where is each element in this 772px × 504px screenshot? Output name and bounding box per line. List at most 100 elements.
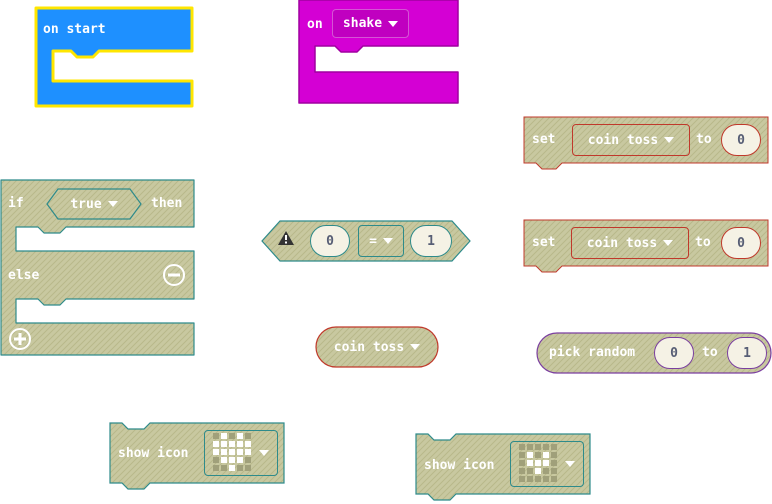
remove-else-icon[interactable] [162, 263, 186, 287]
pick-random-label: pick random [549, 345, 636, 360]
show-icon-block-1[interactable]: show icon [108, 421, 288, 495]
on-start-label: on start [43, 22, 106, 37]
condition-dropdown[interactable]: true [54, 188, 134, 220]
led-pixel [237, 465, 243, 471]
left-operand-value: 0 [326, 233, 334, 249]
add-else-if-icon[interactable] [8, 327, 32, 351]
on-shake-block[interactable]: on shake [297, 0, 461, 106]
led-pixel [527, 444, 533, 450]
led-pixel [221, 441, 227, 447]
right-operand-input[interactable]: 1 [410, 225, 452, 257]
chevron-down-icon [663, 240, 674, 246]
else-label: else [8, 268, 40, 283]
variable-value-2: coin toss [586, 235, 658, 251]
set-variable-block-1[interactable]: set coin toss to 0 [522, 115, 772, 175]
led-pixel [519, 476, 525, 482]
led-pixel [237, 457, 243, 463]
led-pixel [527, 476, 533, 482]
chevron-down-icon [410, 344, 421, 350]
operator-value: = [369, 233, 377, 249]
variable-dropdown-1[interactable]: coin toss [572, 124, 690, 156]
led-pixel [543, 476, 549, 482]
led-pixel [527, 468, 533, 474]
led-pixel [527, 460, 533, 466]
led-pixel [213, 457, 219, 463]
chevron-down-icon [107, 201, 118, 207]
show-icon-label-1: show icon [118, 446, 189, 461]
random-from-input[interactable]: 0 [654, 337, 694, 369]
led-pixel [221, 433, 227, 439]
led-pixel [229, 449, 235, 455]
led-pixel [543, 452, 549, 458]
led-pixel [519, 444, 525, 450]
random-to-input[interactable]: 1 [727, 337, 767, 369]
led-pixel [237, 441, 243, 447]
led-pixel [213, 449, 219, 455]
on-start-block[interactable]: on start [33, 5, 197, 111]
led-pixel [213, 465, 219, 471]
led-pixel [543, 468, 549, 474]
random-from-value: 0 [670, 345, 678, 361]
led-pixel [519, 452, 525, 458]
gesture-dropdown[interactable]: shake [332, 9, 409, 38]
show-icon-shape-1 [109, 422, 285, 490]
set-label-1: set [532, 132, 556, 147]
led-pixel [535, 452, 541, 458]
value-input-1[interactable]: 0 [721, 124, 761, 156]
chevron-down-icon [664, 137, 675, 143]
icon-dropdown-2[interactable] [510, 441, 584, 487]
small-heart-icon [519, 444, 559, 484]
variable-reporter-shape [315, 326, 439, 368]
operator-dropdown[interactable]: = [358, 225, 404, 257]
show-icon-label-2: show icon [424, 458, 495, 473]
variable-value-1: coin toss [587, 132, 659, 148]
to-label-2: to [695, 235, 711, 250]
if-else-block[interactable]: if true then else [0, 179, 198, 361]
value-text-1: 0 [737, 132, 745, 148]
set-block-shape-2 [523, 219, 769, 273]
heart-icon [213, 433, 253, 473]
set-variable-block-2[interactable]: set coin toss to 0 [522, 218, 772, 278]
led-pixel [543, 444, 549, 450]
led-pixel [221, 465, 227, 471]
chevron-down-icon [259, 450, 269, 456]
led-pixel [551, 452, 557, 458]
led-pixel [527, 452, 533, 458]
to-label-1: to [696, 132, 712, 147]
show-icon-block-2[interactable]: show icon [414, 432, 594, 504]
led-pixel [229, 433, 235, 439]
icon-dropdown-1[interactable] [204, 430, 278, 476]
chevron-down-icon [382, 238, 393, 244]
on-start-shape [34, 6, 194, 108]
led-pixel [245, 441, 251, 447]
warning-icon[interactable] [277, 230, 295, 246]
set-block-shape-1 [523, 116, 769, 170]
chevron-down-icon [565, 461, 575, 467]
led-pixel [551, 444, 557, 450]
if-else-shape [0, 179, 195, 356]
led-pixel [229, 465, 235, 471]
pick-random-block[interactable]: pick random 0 to 1 [536, 332, 772, 374]
variable-reporter-label: coin toss [333, 339, 405, 355]
led-pixel [237, 449, 243, 455]
led-pixel [535, 460, 541, 466]
compare-block[interactable]: 0 = 1 [260, 219, 474, 263]
variable-reporter-dropdown[interactable]: coin toss [323, 331, 431, 363]
variable-reporter-block[interactable]: coin toss [315, 326, 439, 368]
condition-value: true [70, 196, 102, 212]
led-pixel [213, 433, 219, 439]
led-pixel [229, 457, 235, 463]
led-pixel [245, 465, 251, 471]
led-pixel [245, 433, 251, 439]
then-label: then [151, 196, 183, 211]
led-pixel [551, 468, 557, 474]
gesture-value: shake [342, 16, 383, 31]
led-pixel [551, 476, 557, 482]
variable-dropdown-2[interactable]: coin toss [571, 227, 689, 259]
value-input-2[interactable]: 0 [721, 227, 761, 259]
show-icon-shape-2 [415, 433, 591, 501]
led-pixel [245, 457, 251, 463]
chevron-down-icon [388, 20, 399, 27]
led-pixel [221, 457, 227, 463]
left-operand-input[interactable]: 0 [310, 225, 350, 257]
